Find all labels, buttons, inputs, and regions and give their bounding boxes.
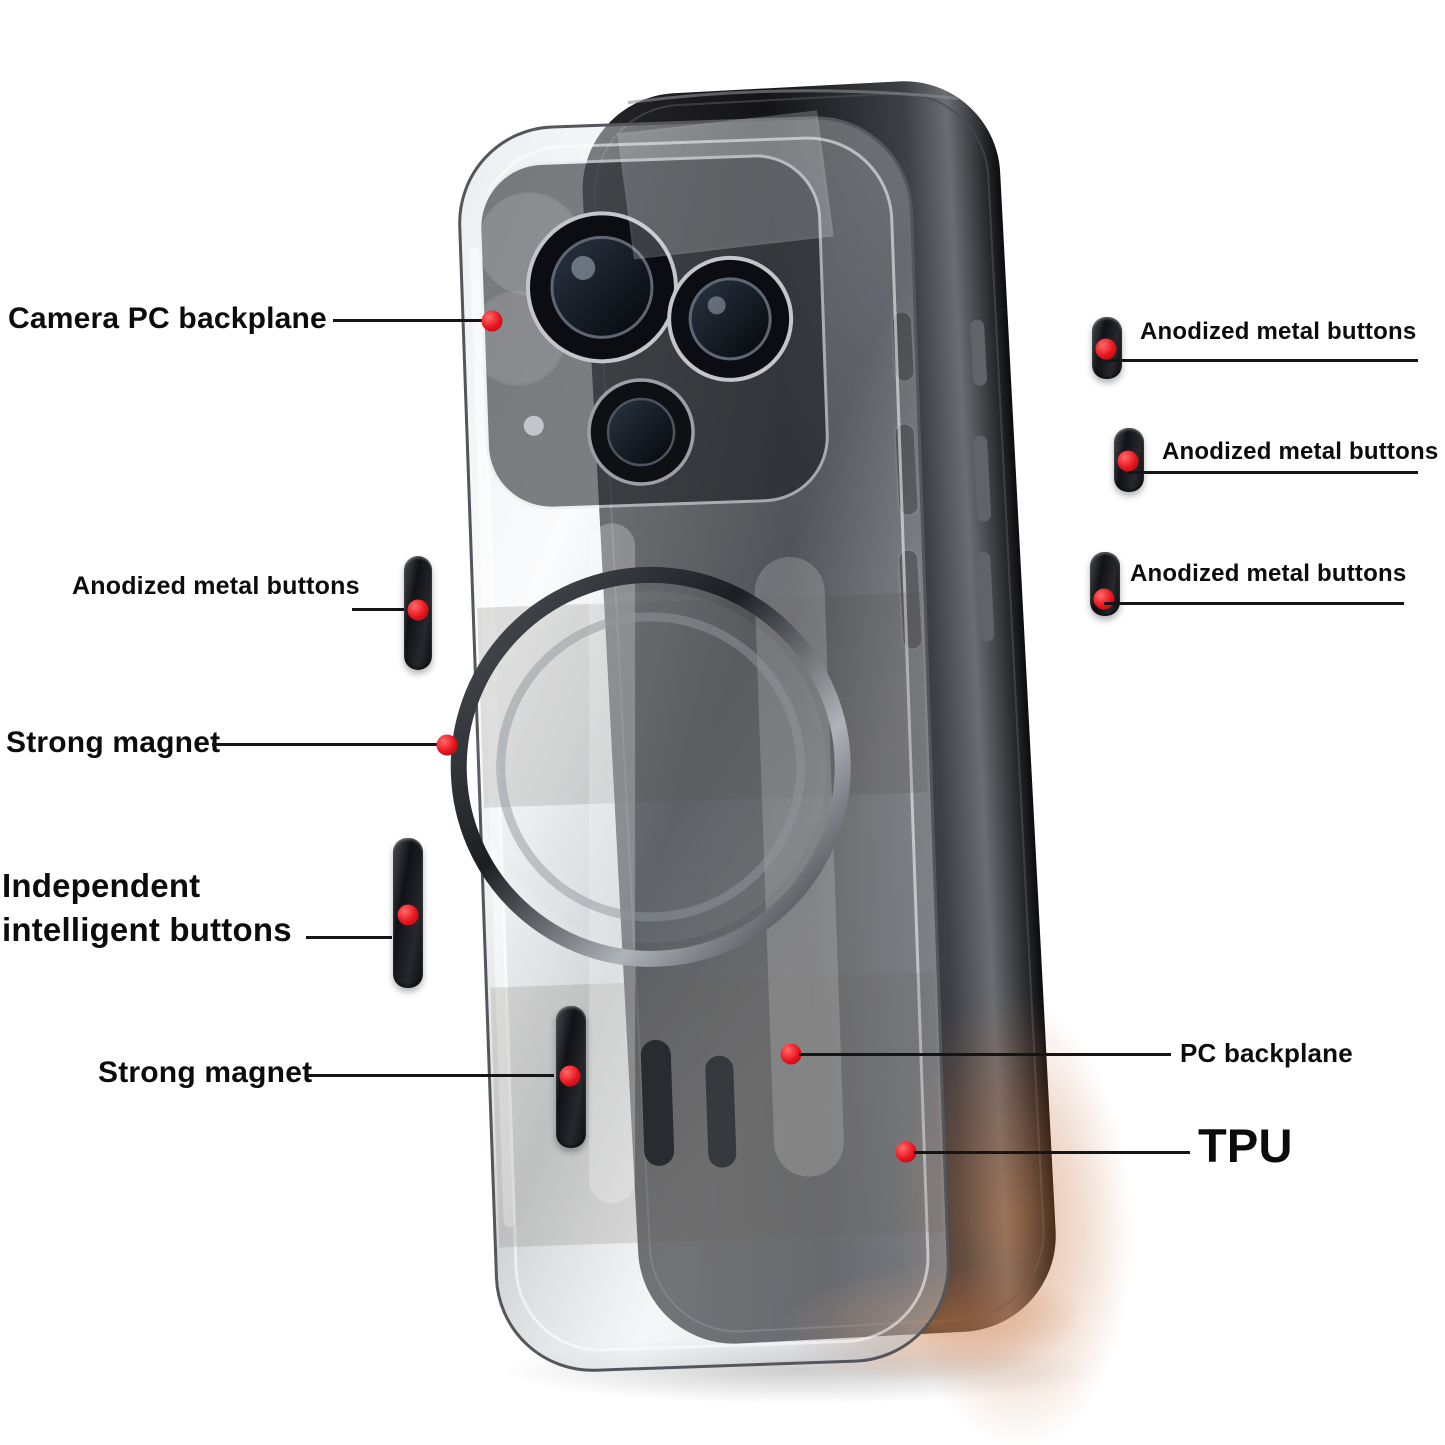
case-magnet-pill-1	[640, 1039, 675, 1166]
leader-line	[799, 1053, 1171, 1056]
magsafe-ring	[450, 566, 851, 967]
edge-button-3	[976, 551, 995, 642]
leader-line	[1128, 471, 1418, 474]
leader-line	[914, 1151, 1190, 1154]
callout-dot	[407, 599, 429, 621]
leader-line	[306, 936, 392, 939]
callout-label: Anodized metal buttons	[1130, 560, 1407, 587]
edge-button-1	[970, 319, 987, 386]
callout-dot	[1093, 588, 1115, 610]
callout-label: Strong magnet	[6, 726, 221, 759]
callout-label: Strong magnet	[98, 1056, 313, 1089]
callout-dot	[481, 310, 503, 332]
clear-cover-flap	[617, 110, 834, 260]
leader-line	[1104, 602, 1404, 605]
callout-label: PC backplane	[1180, 1038, 1353, 1068]
callout-dot	[895, 1141, 917, 1163]
callout-label: Independent intelligent buttons	[2, 864, 292, 951]
callout-label: TPU	[1198, 1119, 1293, 1172]
callout-label: Anodized metal buttons	[1162, 438, 1439, 465]
callout-dot	[397, 904, 419, 926]
callout-dot	[559, 1065, 581, 1087]
callout-label: Anodized metal buttons	[72, 572, 360, 600]
callout-dot	[1095, 338, 1117, 360]
case-magnet-pill-2	[705, 1055, 737, 1168]
leader-line	[308, 1074, 554, 1077]
clear-case	[450, 110, 950, 1372]
leader-line	[352, 608, 404, 611]
camera-module	[470, 110, 834, 510]
callout-dot	[436, 734, 458, 756]
callout-label-line2: intelligent buttons	[2, 910, 292, 948]
callout-dot	[1117, 450, 1139, 472]
callout-label-line1: Independent	[2, 867, 201, 904]
leader-line	[333, 319, 485, 322]
edge-button-2	[973, 435, 992, 522]
top-edge-highlight	[627, 89, 959, 105]
leader-line	[212, 743, 442, 746]
callout-label: Anodized metal buttons	[1140, 318, 1417, 345]
leader-line	[1106, 359, 1418, 362]
callout-label: Camera PC backplane	[8, 302, 327, 335]
callout-dot	[780, 1043, 802, 1065]
camera-flash	[523, 415, 544, 436]
